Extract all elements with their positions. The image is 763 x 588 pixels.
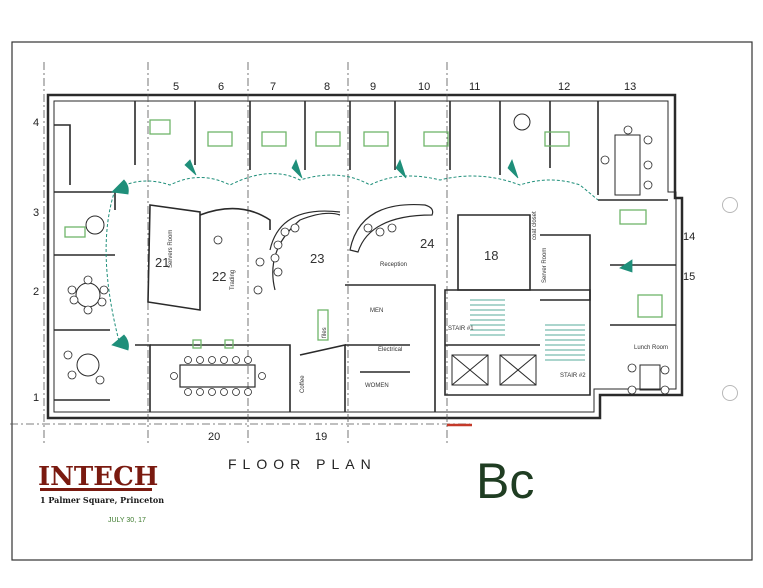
room-18: 18 xyxy=(484,248,499,263)
grid-label-13: 13 xyxy=(624,81,637,93)
grid-label-6: 6 xyxy=(218,81,225,93)
page-border xyxy=(11,41,753,561)
grid-label-15: 15 xyxy=(683,271,696,283)
label-stair-2: STAIR #2 xyxy=(560,373,586,379)
label-men: MEN xyxy=(370,308,384,314)
plan-title: FLOOR PLAN xyxy=(228,456,377,472)
lunch-table xyxy=(639,364,661,391)
table-right-office xyxy=(614,134,641,196)
label-files: files xyxy=(322,327,328,338)
label-stair-1: STAIR #1 xyxy=(448,326,474,332)
label-coat-closet: coat closet xyxy=(532,211,538,240)
corridor-left xyxy=(105,189,121,346)
plan-date: JULY 30, 17 xyxy=(108,517,146,524)
grid-label-8: 8 xyxy=(324,81,331,93)
reception-desk xyxy=(269,203,434,291)
logo-name: INTECH xyxy=(38,462,159,492)
label-coffee: Coffee xyxy=(300,375,306,393)
grid-label-4: 4 xyxy=(33,117,40,129)
room-24: 24 xyxy=(420,236,435,251)
logo-address: 1 Palmer Square, Princeton xyxy=(40,495,165,505)
elevators xyxy=(451,354,537,386)
grid-label-11: 11 xyxy=(469,81,481,93)
chairs xyxy=(63,125,670,396)
label-servers-room: Servers Room xyxy=(168,229,174,268)
round-tables xyxy=(75,113,531,377)
label-electrical: Electrical xyxy=(378,347,403,353)
room-23: 23 xyxy=(310,251,325,266)
label-reception: Reception xyxy=(380,262,408,268)
grid-label-7: 7 xyxy=(270,81,277,93)
doors xyxy=(111,158,633,351)
grid-label-5: 5 xyxy=(173,81,180,93)
stair-treads xyxy=(470,299,585,361)
label-trading: Trading xyxy=(230,269,236,290)
grid-label-12: 12 xyxy=(558,81,571,93)
label-server-room-small: Server Room xyxy=(542,247,548,283)
grid-label-19: 19 xyxy=(315,431,328,443)
room-22: 22 xyxy=(212,269,227,284)
exterior-walls xyxy=(46,93,684,420)
grid-label-10: 10 xyxy=(418,81,431,93)
grid-label-3: 3 xyxy=(33,207,40,219)
binder-hole-top xyxy=(722,197,738,213)
grid-label-1: 1 xyxy=(33,392,40,404)
workstations xyxy=(64,119,663,349)
grid-label-20: 20 xyxy=(208,431,221,443)
grid-lines xyxy=(10,62,470,445)
logo-underline xyxy=(40,488,152,491)
intech-logo: INTECH 1 Palmer Square, Princeton xyxy=(38,462,188,512)
conference-table xyxy=(179,364,256,388)
corridor-curve xyxy=(114,173,599,201)
grid-label-2: 2 xyxy=(33,286,40,298)
room-21: 21 xyxy=(155,255,170,270)
binder-hole-bottom xyxy=(722,385,738,401)
interior-walls xyxy=(54,101,676,412)
grid-label-14: 14 xyxy=(683,231,696,243)
label-lunch-room: Lunch Room xyxy=(634,345,669,351)
label-women: WOMEN xyxy=(365,383,389,389)
plan-code: Bc xyxy=(476,453,535,509)
grid-label-9: 9 xyxy=(370,81,377,93)
